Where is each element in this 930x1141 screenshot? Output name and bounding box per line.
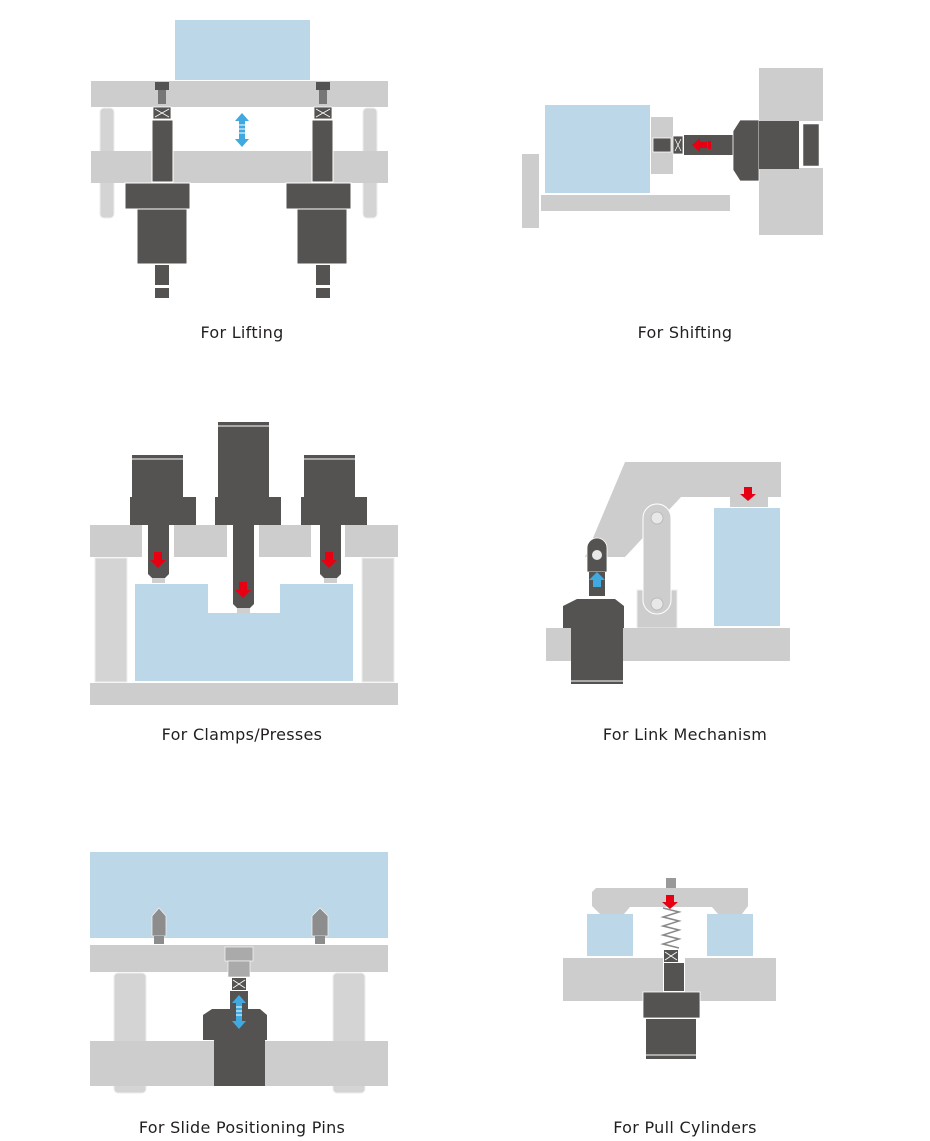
pull-diagram bbox=[563, 878, 776, 1059]
lever-arm bbox=[585, 462, 781, 557]
pressure-pad bbox=[730, 497, 768, 507]
top-plate-4 bbox=[345, 525, 398, 557]
post-left bbox=[94, 557, 128, 683]
panel-slide-pins: For Slide Positioning Pins bbox=[0, 800, 465, 1141]
top-plate-2 bbox=[174, 525, 227, 557]
pivot-upper bbox=[650, 511, 664, 525]
caption-shifting: For Shifting bbox=[637, 323, 733, 342]
caption-pull: For Pull Cylinders bbox=[613, 1118, 757, 1137]
arrow-down-icon bbox=[662, 895, 678, 909]
clamps-diagram bbox=[90, 422, 398, 705]
workpiece-right bbox=[707, 914, 753, 956]
caption-link: For Link Mechanism bbox=[602, 725, 768, 744]
panel-pull: For Pull Cylinders bbox=[465, 800, 930, 1141]
caption-lifting: For Lifting bbox=[200, 323, 284, 342]
positioning-pin-right bbox=[311, 907, 329, 944]
spring bbox=[660, 907, 682, 949]
clamp-cylinder-left bbox=[130, 455, 196, 583]
arrow-down-icon bbox=[150, 552, 337, 598]
post-right bbox=[361, 557, 395, 683]
top-plate-3 bbox=[259, 525, 311, 557]
panel-link: For Link Mechanism bbox=[465, 400, 930, 760]
caption-clamps: For Clamps/Presses bbox=[161, 725, 323, 744]
stopper bbox=[522, 154, 539, 228]
arrow-down-icon bbox=[740, 487, 756, 501]
caption-slide-pins: For Slide Positioning Pins bbox=[138, 1118, 346, 1137]
cylinder-left bbox=[124, 82, 191, 298]
workpiece bbox=[90, 852, 388, 938]
arrow-up-icon bbox=[589, 572, 605, 587]
double-arrow-icon bbox=[235, 113, 249, 147]
upper-plate bbox=[91, 81, 388, 107]
base-rail bbox=[541, 195, 730, 211]
clamp-cylinder-center bbox=[215, 422, 281, 613]
clamp-cylinder-right bbox=[301, 455, 367, 583]
wall-lower bbox=[759, 168, 823, 235]
shifting-diagram bbox=[522, 68, 823, 235]
positioning-pin-left bbox=[151, 907, 167, 944]
pivot-lower bbox=[650, 597, 664, 611]
double-arrow-icon bbox=[232, 995, 246, 1029]
cylinder bbox=[642, 950, 701, 1059]
cylinder bbox=[563, 537, 624, 684]
arrow-left-icon bbox=[692, 138, 711, 152]
link-diagram bbox=[546, 462, 790, 684]
lifting-diagram bbox=[91, 20, 388, 298]
base-plate bbox=[90, 683, 398, 705]
rod-tip bbox=[666, 878, 676, 888]
lower-plate bbox=[91, 151, 388, 183]
workpiece-left bbox=[587, 914, 633, 956]
top-plate-1 bbox=[90, 525, 142, 557]
workpiece bbox=[135, 584, 353, 681]
workpiece bbox=[175, 20, 310, 80]
link-bar bbox=[642, 503, 672, 615]
panel-clamps: For Clamps/Presses bbox=[0, 400, 465, 760]
cylinder bbox=[652, 119, 820, 182]
workpiece bbox=[714, 508, 780, 626]
slide-pins-diagram bbox=[90, 852, 388, 1094]
wall-upper bbox=[759, 68, 823, 121]
cylinder-right bbox=[285, 82, 352, 298]
workpiece bbox=[545, 105, 650, 193]
panel-shifting: For Shifting bbox=[465, 0, 930, 360]
cylinder bbox=[203, 946, 267, 1086]
panel-lifting: For Lifting bbox=[0, 0, 465, 360]
